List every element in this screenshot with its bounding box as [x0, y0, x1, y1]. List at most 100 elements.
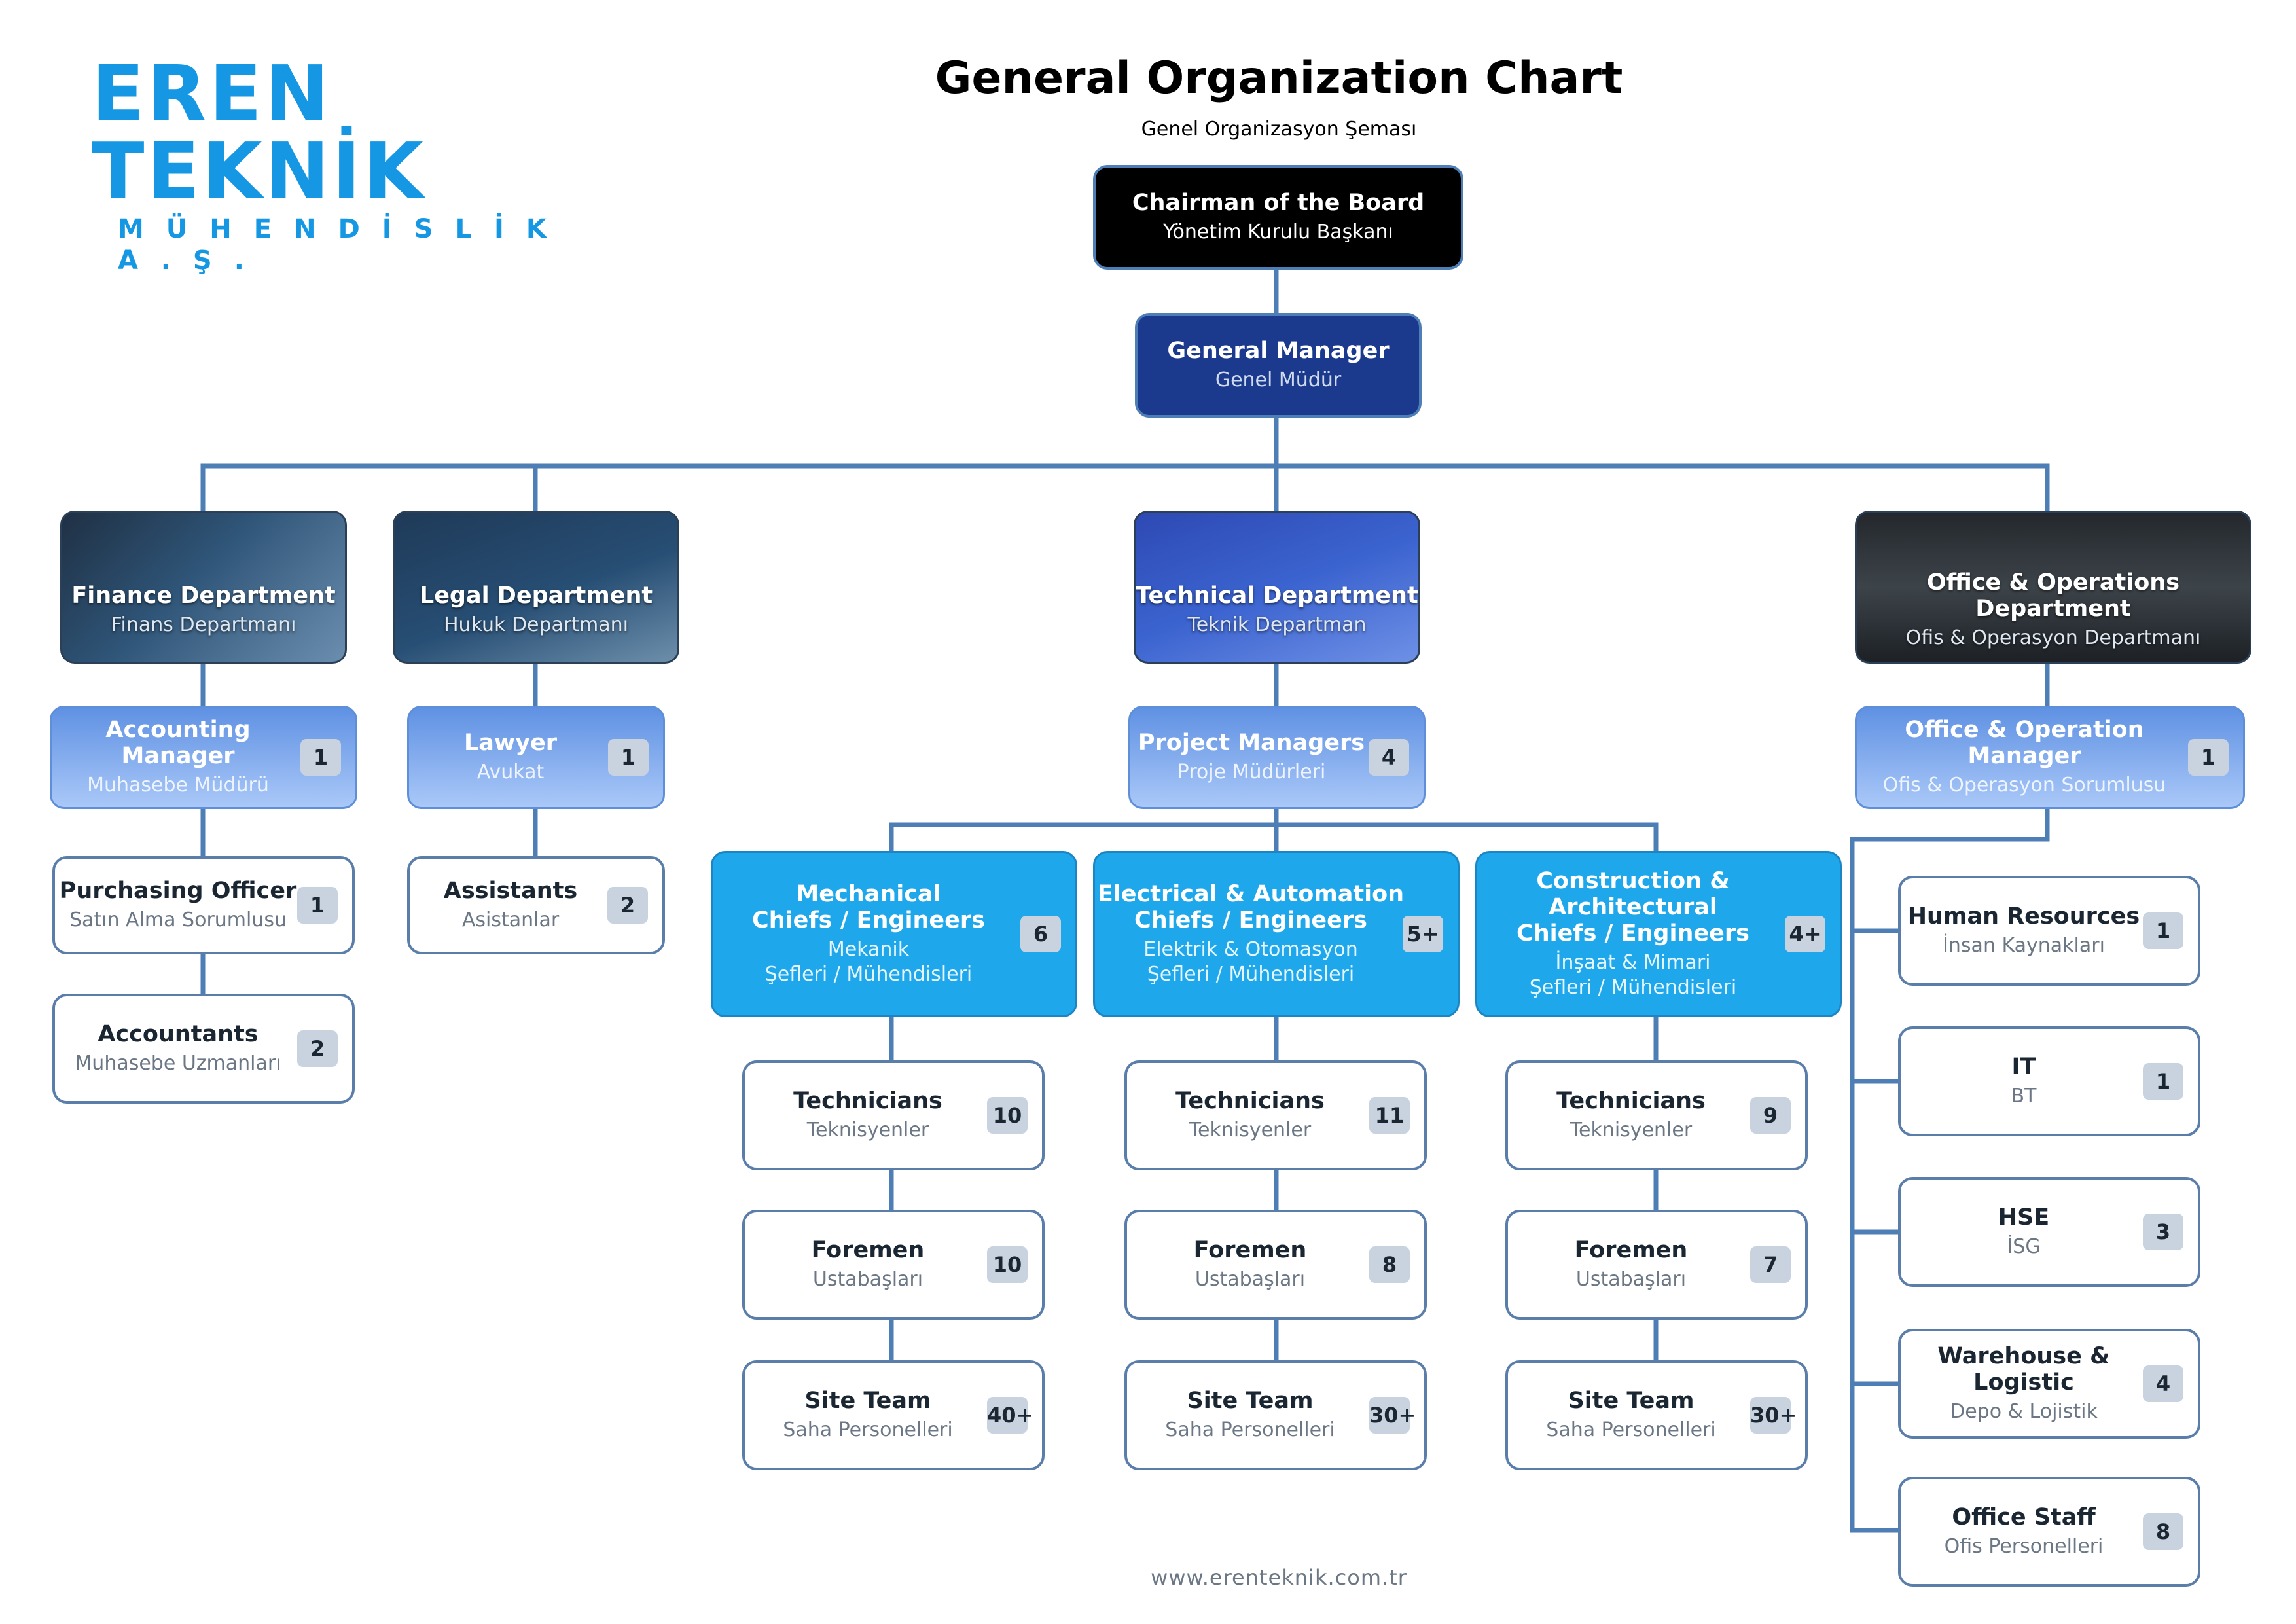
logo-wordmark: EREN TEKNİK	[92, 48, 426, 216]
node-subtitle: Muhasebe Müdürü	[87, 774, 269, 797]
node-title: Technical Department	[1136, 583, 1418, 609]
headcount-badge: 30+	[1369, 1397, 1416, 1434]
node-subtitle: Saha Personelleri	[783, 1418, 953, 1441]
node-subtitle: İnşaat & Mimari Şefleri / Mühendisleri	[1529, 951, 1737, 999]
node-title: Lawyer	[463, 730, 558, 756]
headcount-badge: 9	[1750, 1097, 1791, 1134]
page-title: General Organization Chart	[935, 52, 1623, 104]
node-electrical-site-team: Site Team Saha Personelleri 30+	[1124, 1360, 1427, 1470]
node-electrical-automation-chiefs: Electrical & Automation Chiefs / Enginee…	[1093, 851, 1460, 1017]
node-subtitle: Yönetim Kurulu Başkanı	[1163, 221, 1393, 244]
node-title: Office Staff	[1952, 1504, 2096, 1530]
page-subtitle: Genel Organizasyon Şeması	[1141, 118, 1417, 141]
node-title: Human Resources	[1907, 903, 2140, 929]
headcount-badge: 3	[2143, 1214, 2183, 1250]
node-lawyer: Lawyer Avukat 1	[407, 706, 665, 809]
node-title: Mechanical Chiefs / Engineers	[752, 881, 985, 933]
node-title: Site Team	[1187, 1388, 1314, 1414]
node-subtitle: Teknik Departman	[1187, 613, 1367, 636]
node-general-manager: General Manager Genel Müdür	[1135, 313, 1422, 418]
headcount-badge: 2	[607, 887, 648, 924]
headcount-badge: 4	[2143, 1365, 2183, 1402]
headcount-badge: 30+	[1750, 1397, 1797, 1434]
node-title: Site Team	[804, 1388, 931, 1414]
node-subtitle: Ofis Personelleri	[1944, 1535, 2104, 1558]
node-subtitle: Teknisyenler	[1189, 1119, 1312, 1142]
node-title: Foremen	[811, 1237, 925, 1263]
node-subtitle: Saha Personelleri	[1546, 1418, 1716, 1441]
node-title: Project Managers	[1138, 730, 1365, 756]
node-title: Electrical & Automation Chiefs / Enginee…	[1097, 881, 1405, 933]
headcount-badge: 1	[2143, 912, 2183, 949]
node-subtitle: Teknisyenler	[1570, 1119, 1693, 1142]
logo-tagline: MÜHENDİSLİK A.Ş.	[118, 214, 569, 276]
website-footer[interactable]: www.erenteknik.com.tr	[1151, 1565, 1407, 1590]
node-subtitle: BT	[2011, 1085, 2037, 1108]
node-title: Foremen	[1574, 1237, 1688, 1263]
headcount-badge: 2	[297, 1030, 338, 1067]
node-title: Accountants	[98, 1021, 259, 1047]
node-title: Technicians	[793, 1088, 942, 1114]
headcount-badge: 40+	[987, 1397, 1033, 1434]
node-project-managers: Project Managers Proje Müdürleri 4	[1128, 706, 1426, 809]
node-construction-foremen: Foremen Ustabaşları 7	[1505, 1210, 1808, 1320]
node-subtitle: Muhasebe Uzmanları	[75, 1052, 281, 1075]
node-title: Chairman of the Board	[1132, 190, 1425, 216]
headcount-badge: 4	[1369, 739, 1409, 776]
headcount-badge: 11	[1369, 1097, 1410, 1134]
headcount-badge: 8	[1369, 1246, 1410, 1283]
node-purchasing-officer: Purchasing Officer Satın Alma Sorumlusu …	[52, 856, 355, 954]
headcount-badge: 1	[608, 739, 649, 776]
node-legal-department: Legal Department Hukuk Departmanı	[393, 511, 679, 664]
headcount-badge: 5+	[1403, 916, 1443, 952]
node-office-operation-manager: Office & Operation Manager Ofis & Operas…	[1855, 706, 2245, 809]
headcount-badge: 1	[2188, 739, 2229, 776]
headcount-badge: 10	[987, 1097, 1028, 1134]
node-mechanical-chiefs: Mechanical Chiefs / Engineers Mekanik Şe…	[711, 851, 1077, 1017]
node-subtitle: İnsan Kaynakları	[1943, 934, 2105, 957]
node-subtitle: Finans Departmanı	[111, 613, 296, 636]
headcount-badge: 6	[1020, 916, 1061, 952]
node-mechanical-site-team: Site Team Saha Personelleri 40+	[742, 1360, 1045, 1470]
node-electrical-technicians: Technicians Teknisyenler 11	[1124, 1060, 1427, 1170]
node-subtitle: Ofis & Operasyon Sorumlusu	[1882, 774, 2166, 797]
headcount-badge: 1	[2143, 1063, 2183, 1100]
headcount-badge: 4+	[1785, 916, 1825, 952]
headcount-badge: 1	[300, 739, 341, 776]
node-human-resources: Human Resources İnsan Kaynakları 1	[1898, 876, 2200, 986]
node-title: Foremen	[1193, 1237, 1307, 1263]
node-subtitle: Depo & Lojistik	[1950, 1400, 2098, 1423]
node-title: Finance Department	[71, 583, 336, 609]
node-hse: HSE İSG 3	[1898, 1177, 2200, 1287]
node-electrical-foremen: Foremen Ustabaşları 8	[1124, 1210, 1427, 1320]
node-subtitle: İSG	[2007, 1235, 2041, 1258]
node-warehouse-logistic: Warehouse & Logistic Depo & Lojistik 4	[1898, 1329, 2200, 1439]
node-mechanical-foremen: Foremen Ustabaşları 10	[742, 1210, 1045, 1320]
node-title: General Manager	[1167, 338, 1390, 364]
node-construction-site-team: Site Team Saha Personelleri 30+	[1505, 1360, 1808, 1470]
node-technical-department: Technical Department Teknik Departman	[1134, 511, 1420, 664]
node-title: Assistants	[443, 878, 578, 904]
node-finance-department: Finance Department Finans Departmanı	[60, 511, 347, 664]
node-it: IT BT 1	[1898, 1026, 2200, 1136]
headcount-badge: 10	[987, 1246, 1028, 1283]
node-title: Construction & Architectural Chiefs / En…	[1516, 868, 1749, 947]
headcount-badge: 1	[297, 887, 338, 924]
node-subtitle: Proje Müdürleri	[1177, 761, 1326, 784]
node-construction-technicians: Technicians Teknisyenler 9	[1505, 1060, 1808, 1170]
node-title: IT	[2011, 1054, 2036, 1080]
node-subtitle: Ofis & Operasyon Departmanı	[1905, 626, 2201, 649]
node-subtitle: Teknisyenler	[806, 1119, 929, 1142]
node-chairman: Chairman of the Board Yönetim Kurulu Baş…	[1093, 165, 1463, 270]
node-title: Office & Operations Department	[1926, 569, 2180, 622]
node-mechanical-technicians: Technicians Teknisyenler 10	[742, 1060, 1045, 1170]
node-title: Site Team	[1568, 1388, 1695, 1414]
headcount-badge: 8	[2143, 1513, 2183, 1550]
company-logo: EREN TEKNİK MÜHENDİSLİK A.Ş.	[92, 55, 628, 276]
node-accounting-manager: Accounting Manager Muhasebe Müdürü 1	[50, 706, 357, 809]
node-subtitle: Mekanik Şefleri / Mühendisleri	[764, 938, 973, 986]
node-assistants: Assistants Asistanlar 2	[407, 856, 665, 954]
node-subtitle: Genel Müdür	[1215, 369, 1342, 391]
node-title: Legal Department	[419, 583, 653, 609]
node-accountants: Accountants Muhasebe Uzmanları 2	[52, 994, 355, 1104]
